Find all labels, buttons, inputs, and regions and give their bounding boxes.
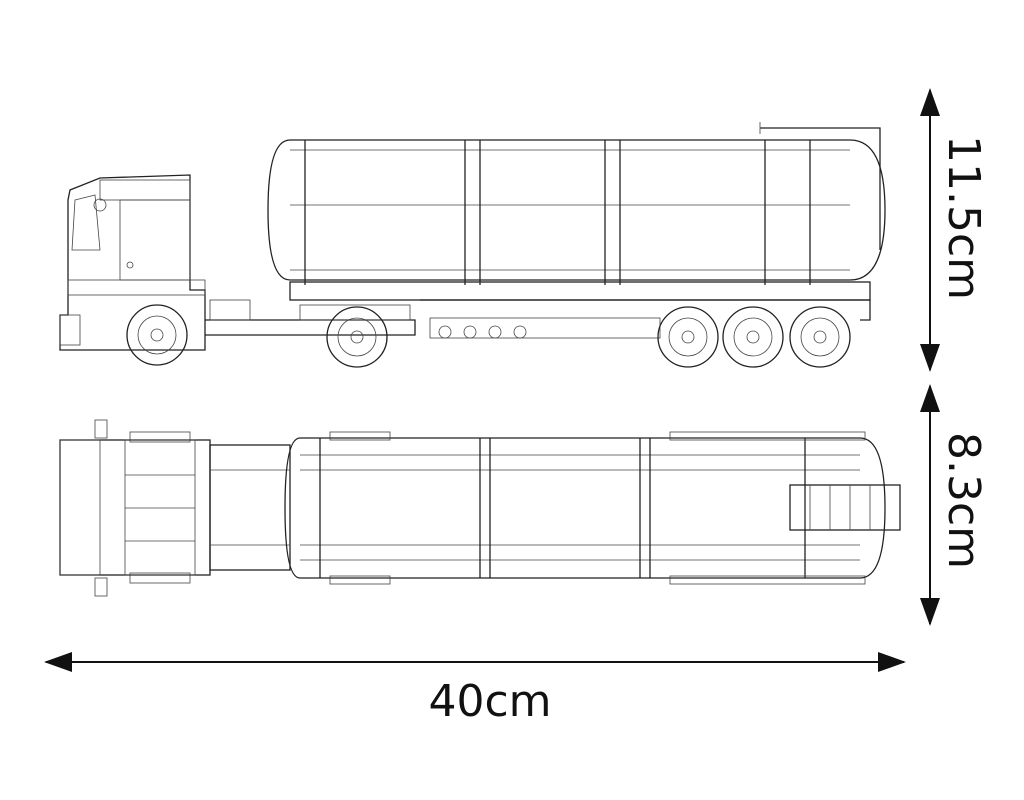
tractor-chassis — [205, 299, 416, 336]
length-label: 40cm — [428, 676, 552, 727]
height-label: 11.5cm — [938, 135, 989, 301]
cab-side — [59, 174, 206, 351]
cab-top — [59, 419, 211, 597]
wheels-side — [126, 304, 851, 368]
trailer-top — [284, 431, 901, 585]
trailer-chassis — [289, 281, 871, 339]
width-label: 8.3cm — [938, 432, 989, 570]
side-view — [59, 122, 886, 368]
tank-body — [267, 122, 886, 285]
tractor-frame-top — [209, 444, 291, 571]
top-view — [59, 419, 901, 597]
